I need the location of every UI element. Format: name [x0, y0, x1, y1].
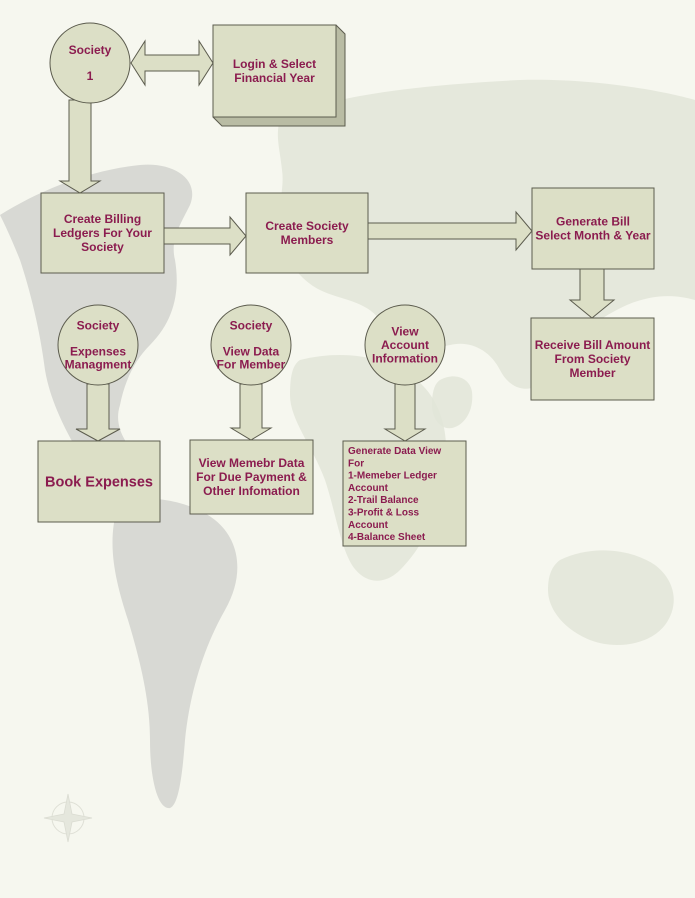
node-book-expenses: Book Expenses [37, 440, 161, 523]
node-label-line: For [348, 458, 364, 469]
node-label-line: Ledgers For Your [53, 226, 152, 240]
arrow-society-to-billing [58, 99, 102, 194]
node-label-line: For Due Payment & [196, 470, 307, 484]
node-label-line: Society [69, 43, 112, 57]
node-label-line: View Memebr Data [199, 456, 305, 470]
map-landmass [548, 550, 674, 645]
node-label-line: 2-Trail Balance [348, 495, 419, 506]
node-label-line: Managment [65, 358, 132, 372]
node-label-line: Information [372, 352, 438, 366]
node-label-line: Account [348, 520, 389, 531]
node-label-line: 1-Memeber Ledger [348, 471, 437, 482]
node-label-line: For Member [217, 358, 286, 372]
node-label-line: Other Infomation [203, 484, 300, 498]
map-landmass [112, 498, 238, 809]
node-label-line: Members [281, 233, 334, 247]
node-label-line: Select Month & Year [535, 229, 650, 243]
node-label-line: View [391, 325, 419, 339]
node-label-line: Book Expenses [45, 475, 153, 491]
arrow-account-to-dataview [383, 383, 427, 442]
node-label-line: Generate Bill [556, 215, 630, 229]
arrows-layer [58, 39, 616, 442]
arrow-society-login [130, 39, 214, 87]
arrow-generate-to-receive [568, 268, 616, 319]
node-label-line: Account [348, 483, 389, 494]
node-label-line: From Society [554, 352, 630, 366]
node-label-line: 1 [87, 69, 94, 83]
node-label-line: Generate Data View [348, 446, 441, 457]
node-label-line: Create Society [265, 219, 349, 233]
node-label-line: 4-Balance Sheet [348, 532, 426, 543]
node-label-line: Society [230, 319, 273, 333]
node-label-line: Society [77, 319, 120, 333]
node-label-line: Account [381, 338, 429, 352]
node-label-line: Member [569, 366, 615, 380]
arrow-viewdata-to-memberdata [229, 383, 273, 441]
node-label-line: Login & Select [233, 57, 316, 71]
arrow-billing-to-members [163, 215, 247, 257]
node-society-1: Society 1 [49, 22, 131, 104]
map-landmass [432, 376, 473, 429]
arrow-expenses-to-book [75, 383, 121, 442]
compass-rose-icon [43, 793, 93, 843]
node-label-line: View Data [223, 345, 280, 359]
node-label-line: Receive Bill Amount [535, 338, 651, 352]
node-label-line: 3-Profit & Loss [348, 507, 420, 518]
arrow-members-to-generate [367, 210, 533, 252]
node-label-line: Expenses [70, 345, 126, 359]
node-label-line: Financial Year [234, 71, 315, 85]
node-label-line: Create Billing [64, 212, 141, 226]
node-label-line: Society [81, 240, 124, 254]
